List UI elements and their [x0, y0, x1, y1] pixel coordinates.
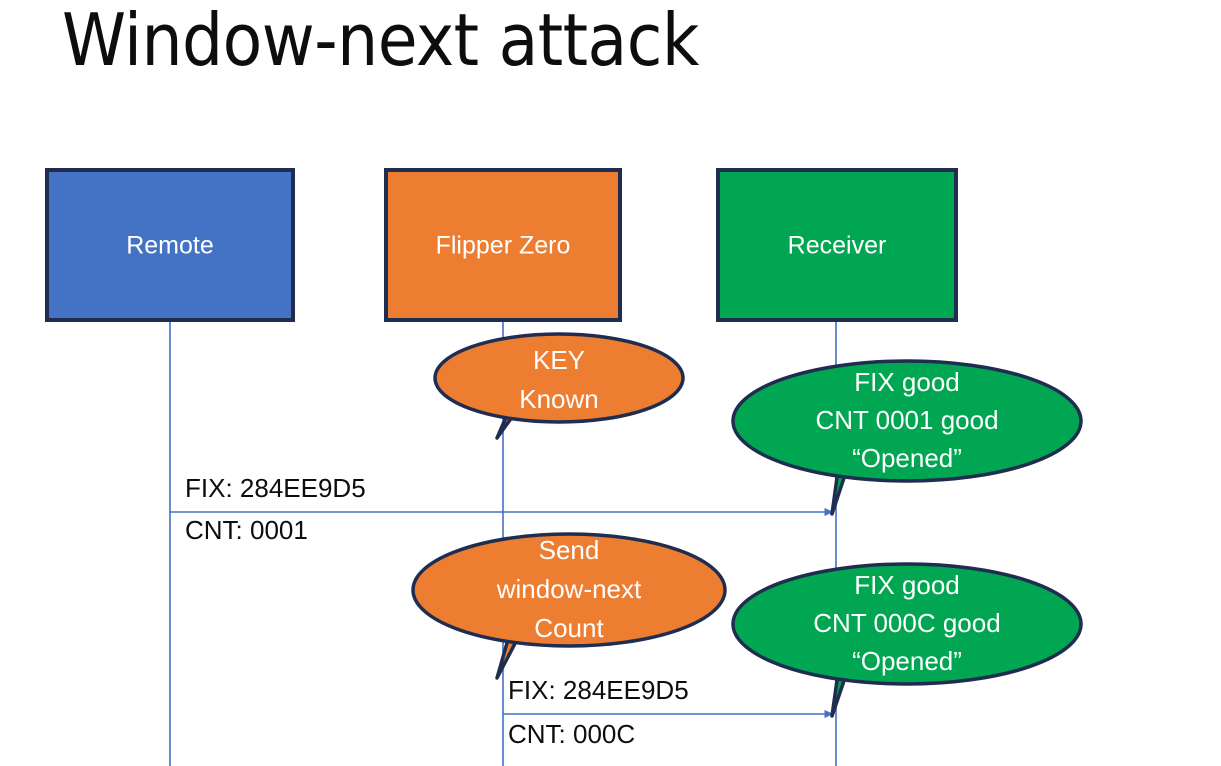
- callout-fix-good-0001-line-1: FIX good: [854, 367, 960, 397]
- callout-fix-good-000c-line-3: “Opened”: [852, 646, 962, 676]
- callout-key-known-line-2: Known: [519, 384, 599, 414]
- actor-remote[interactable]: Remote: [45, 168, 295, 322]
- callout-send-window-next-line-3: Count: [534, 613, 604, 643]
- message-2-cnt-label: CNT: 000C: [508, 719, 635, 749]
- actor-flipper-label: Flipper Zero: [436, 232, 571, 260]
- actor-receiver-label: Receiver: [788, 232, 887, 260]
- message-labels-group: FIX: 284EE9D5 CNT: 0001 FIX: 284EE9D5 CN…: [185, 473, 689, 749]
- message-arrows-group: [170, 508, 834, 718]
- actor-flipper[interactable]: Flipper Zero: [384, 168, 622, 322]
- callout-fix-good-000c-line-1: FIX good: [854, 570, 960, 600]
- actor-receiver[interactable]: Receiver: [716, 168, 958, 322]
- page-title: Window-next attack: [62, 0, 699, 82]
- callout-key-known[interactable]: KEY Known: [433, 332, 685, 440]
- message-1-cnt-label: CNT: 0001: [185, 515, 308, 545]
- callout-send-window-next[interactable]: Send window-next Count: [411, 532, 727, 680]
- callout-fix-good-000c[interactable]: FIX good CNT 000C good “Opened”: [731, 562, 1083, 718]
- callout-send-window-next-line-1: Send: [539, 535, 600, 565]
- callout-key-known-body[interactable]: [433, 332, 685, 424]
- callout-fix-good-000c-line-2: CNT 000C good: [813, 608, 1000, 638]
- callout-fix-good-0001-line-3: “Opened”: [852, 443, 962, 473]
- actor-receiver-box[interactable]: [716, 168, 958, 322]
- callout-fix-good-0001-line-2: CNT 0001 good: [815, 405, 998, 435]
- callout-fix-good-0001-body[interactable]: [731, 359, 1083, 483]
- message-1-fix-label: FIX: 284EE9D5: [185, 473, 366, 503]
- callout-key-known-line-1: KEY: [533, 345, 585, 375]
- callout-fix-good-000c-body[interactable]: [731, 562, 1083, 686]
- callout-fix-good-0001[interactable]: FIX good CNT 0001 good “Opened”: [731, 359, 1083, 516]
- actor-remote-box[interactable]: [45, 168, 295, 322]
- actor-remote-label: Remote: [126, 232, 214, 260]
- callout-send-window-next-body[interactable]: [411, 532, 727, 648]
- callout-send-window-next-line-2: window-next: [496, 574, 642, 604]
- message-2-fix-label: FIX: 284EE9D5: [508, 675, 689, 705]
- actor-flipper-box[interactable]: [384, 168, 622, 322]
